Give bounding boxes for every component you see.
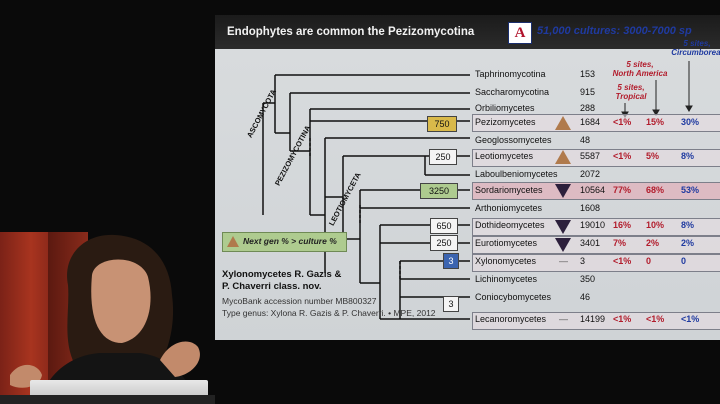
taxon-count: 3: [580, 256, 585, 266]
pct-circumboreal: 8%: [681, 220, 694, 230]
pct-tropical: <1%: [613, 256, 631, 266]
taxon-count: 5587: [580, 151, 600, 161]
pct-tropical: 77%: [613, 185, 631, 195]
pct-circumboreal: 53%: [681, 185, 699, 195]
taxon-name: Saccharomycotina: [475, 87, 549, 97]
legend-text: Next gen % > culture %: [243, 236, 337, 246]
triangle-up-icon: [227, 236, 239, 247]
pct-tropical: <1%: [613, 151, 631, 161]
pct-circumboreal: 8%: [681, 151, 694, 161]
node-box: 750: [427, 116, 457, 132]
new-class-title: Xylonomycetes R. Gazis & P. Chaverri cla…: [222, 269, 341, 293]
taxon-name: Dothideomycetes: [475, 220, 545, 230]
node-box: 3: [443, 253, 459, 269]
node-box: 250: [429, 149, 457, 165]
triangle-up-icon: [555, 150, 571, 164]
triangle-up-icon: [555, 116, 571, 130]
node-box: 3: [443, 296, 459, 312]
taxon-name: Pezizomycetes: [475, 117, 536, 127]
taxon-name: Laboulbeniomycetes: [475, 169, 558, 179]
taxon-count: 288: [580, 103, 595, 113]
taxon-count: 46: [580, 292, 590, 302]
pct-circumboreal: 30%: [681, 117, 699, 127]
triangle-down-icon: [555, 238, 571, 252]
projected-slide: Endophytes are common the Pezizomycotina…: [215, 15, 720, 340]
taxon-count: 1684: [580, 117, 600, 127]
taxon-name: Geoglossomycetes: [475, 135, 552, 145]
taxon-name: Coniocybomycetes: [475, 292, 551, 302]
pct-north-america: 68%: [646, 185, 664, 195]
taxon-count: 48: [580, 135, 590, 145]
pct-north-america: 2%: [646, 238, 659, 248]
taxon-name: Lecanoromycetes: [475, 314, 546, 324]
pct-tropical: <1%: [613, 117, 631, 127]
legend-box: Next gen % > culture %: [222, 232, 347, 252]
taxon-count: 14199: [580, 314, 605, 324]
node-box: 250: [430, 235, 458, 251]
pct-circumboreal: <1%: [681, 314, 699, 324]
pct-north-america: 10%: [646, 220, 664, 230]
triangle-down-icon: [555, 184, 571, 198]
taxon-name: Sordariomycetes: [475, 185, 543, 195]
pct-north-america: 5%: [646, 151, 659, 161]
taxon-name: Xylonomycetes: [475, 256, 536, 266]
taxon-count: 2072: [580, 169, 600, 179]
speaker-figure: [0, 225, 215, 404]
taxon-count: 153: [580, 69, 595, 79]
type-genus-note: Type genus: Xylona R. Gazis & P. Chaverr…: [222, 308, 436, 318]
dash-marker: —: [559, 314, 568, 324]
node-box: 3250: [420, 183, 458, 199]
taxon-name: Taphrinomycotina: [475, 69, 546, 79]
pct-tropical: <1%: [613, 314, 631, 324]
taxon-name: Leotiomycetes: [475, 151, 533, 161]
taxon-count: 1608: [580, 203, 600, 213]
podium: [0, 395, 215, 404]
taxon-name: Arthoniomycetes: [475, 203, 542, 213]
dash-marker: —: [559, 256, 568, 266]
pct-tropical: 16%: [613, 220, 631, 230]
taxon-count: 3401: [580, 238, 600, 248]
pct-north-america: 15%: [646, 117, 664, 127]
pct-circumboreal: 0: [681, 256, 686, 266]
taxon-count: 10564: [580, 185, 605, 195]
taxon-count: 19010: [580, 220, 605, 230]
taxon-count: 350: [580, 274, 595, 284]
node-box: 650: [430, 218, 458, 234]
pct-tropical: 7%: [613, 238, 626, 248]
mycobank-note: MycoBank accession number MB800327: [222, 296, 377, 306]
pct-circumboreal: 2%: [681, 238, 694, 248]
taxon-name: Orbiliomycetes: [475, 103, 535, 113]
triangle-down-icon: [555, 220, 571, 234]
pct-north-america: <1%: [646, 314, 664, 324]
taxon-count: 915: [580, 87, 595, 97]
taxon-name: Eurotiomycetes: [475, 238, 537, 248]
taxon-name: Lichinomycetes: [475, 274, 537, 284]
pct-north-america: 0: [646, 256, 651, 266]
